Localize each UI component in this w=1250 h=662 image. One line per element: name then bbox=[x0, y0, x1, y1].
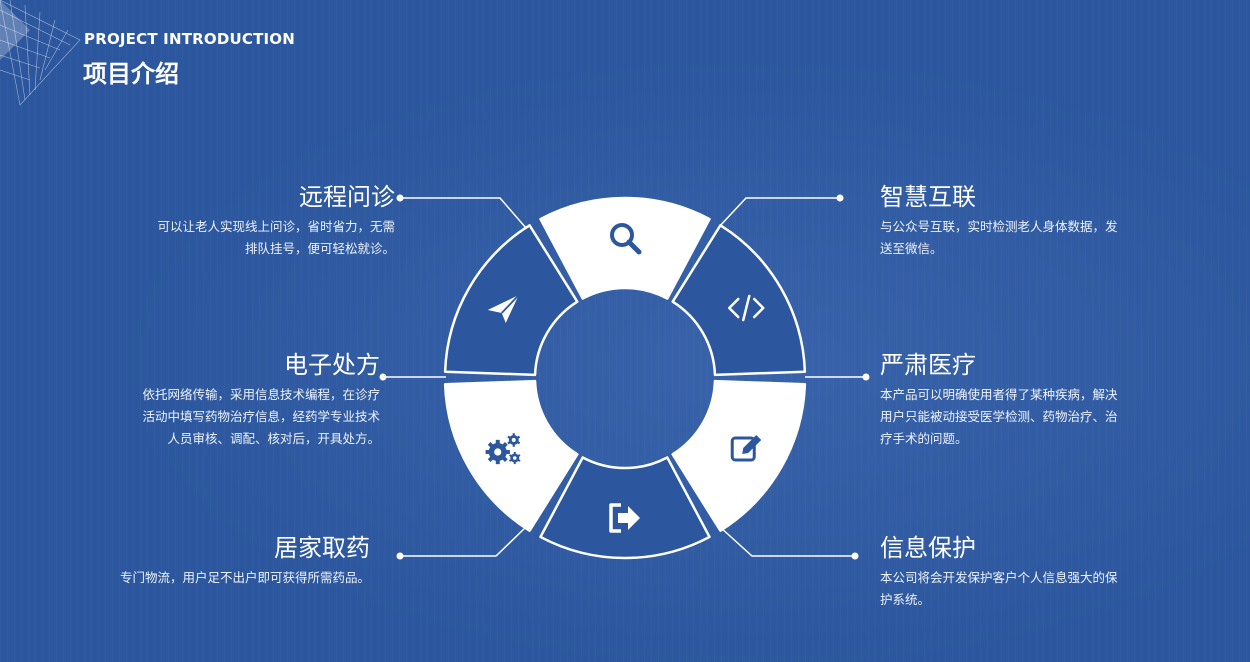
connector-remote-consult bbox=[400, 197, 527, 229]
feature-title: 严肃医疗 bbox=[880, 351, 976, 379]
connector-lines bbox=[379, 194, 870, 560]
search-icon bbox=[610, 223, 642, 255]
connector-home-medicine-dot bbox=[396, 552, 404, 560]
connector-info-protection bbox=[719, 526, 855, 557]
feature-title: 信息保护 bbox=[880, 534, 976, 562]
header-title-zh: 项目介绍 bbox=[83, 60, 179, 88]
paper-plane-icon bbox=[487, 294, 520, 323]
connector-e-prescription-dot bbox=[379, 373, 387, 381]
feature-title: 电子处方 bbox=[284, 351, 380, 379]
header-title-en: PROJECT INTRODUCTION bbox=[84, 30, 296, 48]
segment-info-protection bbox=[539, 456, 711, 560]
feature-title: 居家取药 bbox=[274, 534, 370, 562]
gears-icon bbox=[485, 433, 521, 465]
sign-out-icon bbox=[609, 503, 640, 533]
feature-desc: 可以让老人实现线上问诊，省时省力，无需 排队挂号，便可轻松就诊。 bbox=[157, 219, 395, 256]
edit-icon bbox=[730, 435, 762, 462]
segment-serious-medical bbox=[671, 379, 807, 532]
segment-icons bbox=[485, 223, 765, 533]
ring-segments bbox=[443, 196, 807, 560]
feature-smart-connect: 智慧互联 与公众号互联，实时检测老人身体数据，发 送至微信。 bbox=[880, 182, 1180, 260]
connector-smart-connect bbox=[717, 197, 840, 229]
feature-desc: 与公众号互联，实时检测老人身体数据，发 送至微信。 bbox=[880, 219, 1118, 256]
segment-remote-consult bbox=[539, 196, 711, 300]
connector-info-protection-dot bbox=[851, 552, 859, 560]
corner-net-decoration bbox=[0, 0, 81, 106]
feature-e-prescription: 电子处方 依托网络传输，采用信息技术编程，在诊疗 活动中填写药物治疗信息，经药学… bbox=[70, 350, 380, 450]
connector-home-medicine bbox=[400, 526, 527, 557]
feature-info-protection: 信息保护 本公司将会开发保护客户个人信息强大的保 护系统。 bbox=[880, 533, 1180, 611]
connector-serious-medical-dot bbox=[862, 373, 870, 381]
feature-title: 智慧互联 bbox=[880, 183, 976, 211]
feature-title: 远程问诊 bbox=[299, 183, 395, 211]
connector-smart-connect-dot bbox=[836, 194, 844, 202]
feature-desc: 依托网络传输，采用信息技术编程，在诊疗 活动中填写药物治疗信息，经药学专业技术 … bbox=[142, 387, 380, 446]
feature-serious-medical: 严肃医疗 本产品可以明确使用者得了某种疾病，解决 用户只能被动接受医学检测、药物… bbox=[880, 350, 1180, 450]
feature-desc: 本公司将会开发保护客户个人信息强大的保 护系统。 bbox=[880, 570, 1118, 607]
feature-desc: 专门物流，用户足不出户即可获得所需药品。 bbox=[119, 570, 370, 585]
code-icon bbox=[727, 294, 765, 322]
connector-remote-consult-dot bbox=[396, 194, 404, 202]
feature-home-medicine: 居家取药 专门物流，用户足不出户即可获得所需药品。 bbox=[50, 533, 370, 589]
feature-desc: 本产品可以明确使用者得了某种疾病，解决 用户只能被动接受医学检测、药物治疗、治 … bbox=[880, 387, 1118, 446]
feature-remote-consult: 远程问诊 可以让老人实现线上问诊，省时省力，无需 排队挂号，便可轻松就诊。 bbox=[95, 182, 395, 260]
